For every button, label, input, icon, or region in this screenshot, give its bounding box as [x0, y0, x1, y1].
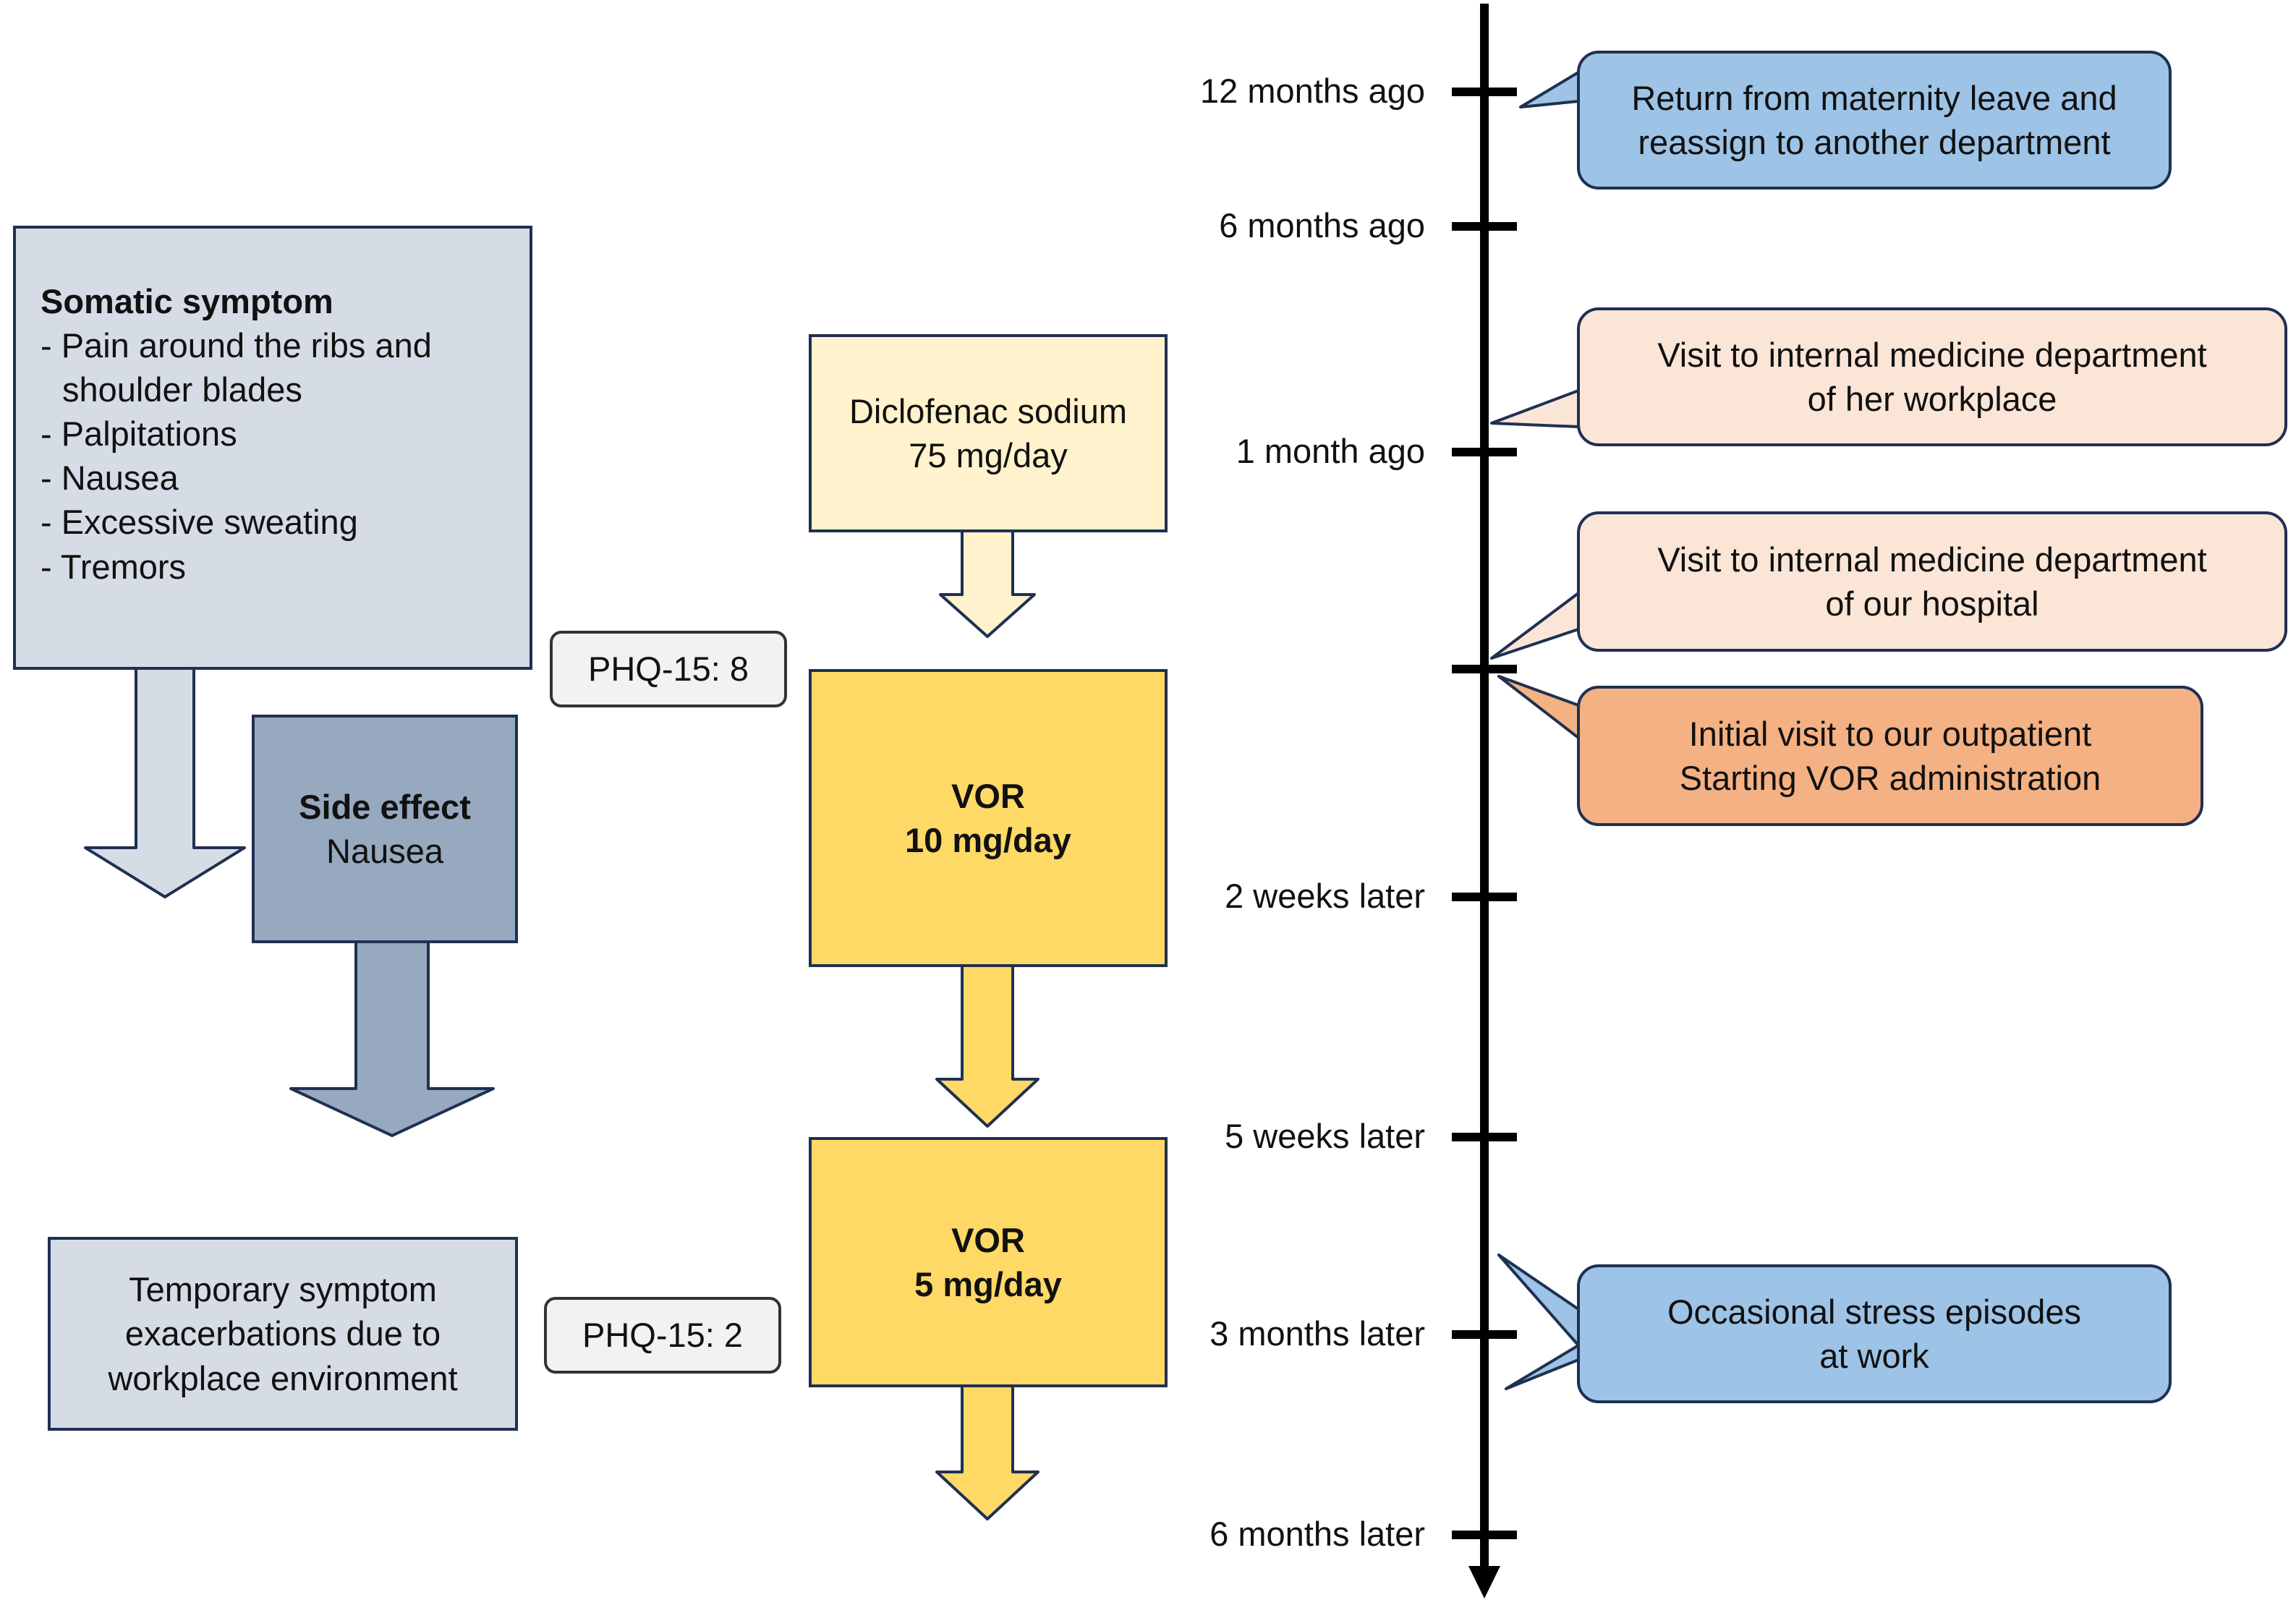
- temporary-line2: exacerbations due to: [124, 1314, 441, 1353]
- tick-label: 6 months later: [1209, 1515, 1425, 1553]
- somatic-item: - Tremors: [41, 547, 187, 586]
- initial-visit-line2: Starting VOR administration: [1679, 759, 2101, 797]
- timeline-arrowhead: [1468, 1566, 1500, 1599]
- somatic-item: - Pain around the ribs and shoulder blad…: [41, 326, 432, 409]
- workplace-visit-callout: Visit to internal medicine department of…: [1577, 307, 2287, 446]
- tick-label: 6 months ago: [1219, 206, 1425, 244]
- vor5-arrow: [935, 1384, 1039, 1520]
- initial-callout-pointer: [1497, 675, 1580, 739]
- vor10-dose: 10 mg/day: [905, 821, 1071, 859]
- workplace-visit-line2: of her workplace: [1807, 380, 2057, 418]
- vor5-dose: 5 mg/day: [914, 1265, 1062, 1303]
- workplace-callout-pointer: [1490, 389, 1580, 428]
- vor10-drug: VOR: [951, 776, 1025, 815]
- maternity-callout: Return from maternity leave and reassign…: [1577, 51, 2172, 190]
- tick-label: 12 months ago: [1200, 72, 1425, 110]
- vor-5mg-box: VOR 5 mg/day: [809, 1137, 1168, 1387]
- side-effect-title: Side effect: [299, 787, 471, 826]
- somatic-item: - Nausea: [41, 459, 179, 498]
- phq-followup-text: PHQ-15: 2: [582, 1316, 744, 1355]
- tick-label: 2 weeks later: [1225, 877, 1425, 915]
- hospital-callout-pointer: [1490, 592, 1580, 660]
- hospital-visit-line2: of our hospital: [1825, 584, 2039, 623]
- side-effect-arrow: [289, 940, 495, 1137]
- somatic-symptom-box: Somatic symptom - Pain around the ribs a…: [13, 226, 532, 670]
- side-effect-box: Side effect Nausea: [252, 715, 518, 943]
- tick-label: 5 weeks later: [1225, 1117, 1425, 1155]
- hospital-visit-line1: Visit to internal medicine department: [1657, 540, 2207, 579]
- vor10-arrow: [935, 962, 1039, 1128]
- stress-callout: Occasional stress episodes at work: [1577, 1264, 2172, 1403]
- initial-visit-line1: Initial visit to our outpatient: [1688, 714, 2092, 753]
- tick-label: 1 month ago: [1236, 432, 1425, 470]
- temporary-line1: Temporary symptom: [129, 1270, 437, 1309]
- maternity-line2: reassign to another department: [1638, 123, 2111, 161]
- timeline-ticks: [1452, 88, 1517, 1539]
- diclofenac-arrow: [939, 528, 1036, 638]
- initial-visit-callout: Initial visit to our outpatient Starting…: [1577, 686, 2203, 826]
- diclofenac-box: Diclofenac sodium 75 mg/day: [809, 334, 1168, 532]
- temporary-symptom-box: Temporary symptom exacerbations due to w…: [48, 1237, 518, 1431]
- side-effect-text: Nausea: [326, 832, 443, 870]
- temporary-line3: workplace environment: [108, 1358, 458, 1397]
- diclofenac-name: Diclofenac sodium: [849, 391, 1127, 430]
- vor5-drug: VOR: [951, 1220, 1025, 1259]
- phq-badge-followup: PHQ-15: 2: [544, 1297, 781, 1374]
- somatic-title: Somatic symptom: [41, 282, 333, 320]
- hospital-visit-callout: Visit to internal medicine department of…: [1577, 511, 2287, 652]
- tick-label: 3 months later: [1209, 1314, 1425, 1353]
- stress-callout-pointer-bottom: [1505, 1344, 1580, 1390]
- somatic-item: - Excessive sweating: [41, 503, 358, 542]
- somatic-item: - Palpitations: [41, 414, 237, 454]
- stress-line2: at work: [1819, 1337, 1929, 1375]
- maternity-callout-pointer: [1519, 71, 1580, 108]
- somatic-arrow: [84, 665, 246, 898]
- maternity-line1: Return from maternity leave and: [1631, 78, 2117, 117]
- vor-10mg-box: VOR 10 mg/day: [809, 669, 1168, 967]
- workplace-visit-line1: Visit to internal medicine department: [1657, 335, 2207, 374]
- phq-badge-initial: PHQ-15: 8: [550, 631, 787, 707]
- phq-initial-text: PHQ-15: 8: [587, 650, 749, 689]
- diclofenac-dose: 75 mg/day: [909, 436, 1068, 474]
- stress-line1: Occasional stress episodes: [1667, 1292, 2082, 1331]
